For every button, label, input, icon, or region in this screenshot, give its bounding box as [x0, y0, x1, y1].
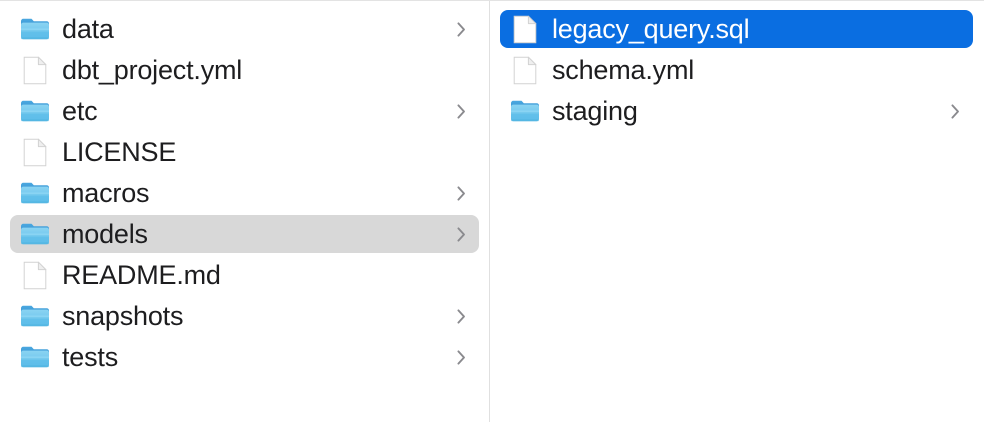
item-label: legacy_query.sql — [552, 14, 750, 44]
item-label: models — [62, 219, 148, 249]
folder-icon — [20, 14, 50, 44]
item-label: README.md — [62, 260, 221, 290]
document-icon-svg — [23, 138, 47, 166]
document-icon — [510, 55, 540, 85]
document-icon — [20, 260, 50, 290]
folder-icon-svg — [21, 100, 49, 122]
chevron-right-icon-svg — [456, 21, 465, 37]
document-icon-svg — [513, 56, 537, 84]
document-icon — [510, 14, 540, 44]
document-icon — [20, 137, 50, 167]
folder-icon — [20, 301, 50, 331]
folder-row[interactable]: etc — [10, 92, 479, 130]
chevron-right-icon-svg — [456, 308, 465, 324]
folder-icon — [20, 342, 50, 372]
chevron-right-icon-svg — [456, 103, 465, 119]
folder-icon-svg — [21, 305, 49, 327]
folder-icon — [20, 178, 50, 208]
folder-icon — [20, 96, 50, 126]
chevron-right-icon[interactable] — [453, 18, 469, 40]
folder-row[interactable]: snapshots — [10, 297, 479, 335]
chevron-right-icon[interactable] — [947, 100, 963, 122]
item-label: staging — [552, 96, 638, 126]
folder-row[interactable]: macros — [10, 174, 479, 212]
chevron-right-icon[interactable] — [453, 305, 469, 327]
chevron-right-icon[interactable] — [453, 346, 469, 368]
folder-row[interactable]: staging — [500, 92, 973, 130]
item-label: dbt_project.yml — [62, 55, 243, 85]
chevron-right-icon-svg — [456, 226, 465, 242]
folder-icon — [510, 96, 540, 126]
chevron-right-icon-svg — [456, 185, 465, 201]
item-label: data — [62, 14, 114, 44]
document-icon-svg — [23, 261, 47, 289]
file-row[interactable]: README.md — [10, 256, 479, 294]
folder-icon — [20, 219, 50, 249]
folder-icon-svg — [21, 182, 49, 204]
item-label: macros — [62, 178, 150, 208]
chevron-right-icon-svg — [950, 103, 959, 119]
file-row[interactable]: schema.yml — [500, 51, 973, 89]
chevron-right-icon[interactable] — [453, 223, 469, 245]
chevron-right-icon[interactable] — [453, 182, 469, 204]
item-label: LICENSE — [62, 137, 177, 167]
file-row[interactable]: dbt_project.yml — [10, 51, 479, 89]
folder-row[interactable]: models — [10, 215, 479, 253]
folder-icon-svg — [21, 346, 49, 368]
folder-row[interactable]: tests — [10, 338, 479, 376]
document-icon-svg — [513, 15, 537, 43]
chevron-right-icon-svg — [456, 349, 465, 365]
folder-icon-svg — [511, 100, 539, 122]
item-label: schema.yml — [552, 55, 695, 85]
chevron-right-icon[interactable] — [453, 100, 469, 122]
item-label: etc — [62, 96, 98, 126]
document-icon — [20, 55, 50, 85]
file-row[interactable]: legacy_query.sql — [500, 10, 973, 48]
folder-icon-svg — [21, 18, 49, 40]
file-row[interactable]: LICENSE — [10, 133, 479, 171]
document-icon-svg — [23, 56, 47, 84]
folder-icon-svg — [21, 223, 49, 245]
item-label: tests — [62, 342, 119, 372]
column-child: legacy_query.sql schema.yml staging — [490, 1, 983, 422]
folder-row[interactable]: data — [10, 10, 479, 48]
item-label: snapshots — [62, 301, 184, 331]
